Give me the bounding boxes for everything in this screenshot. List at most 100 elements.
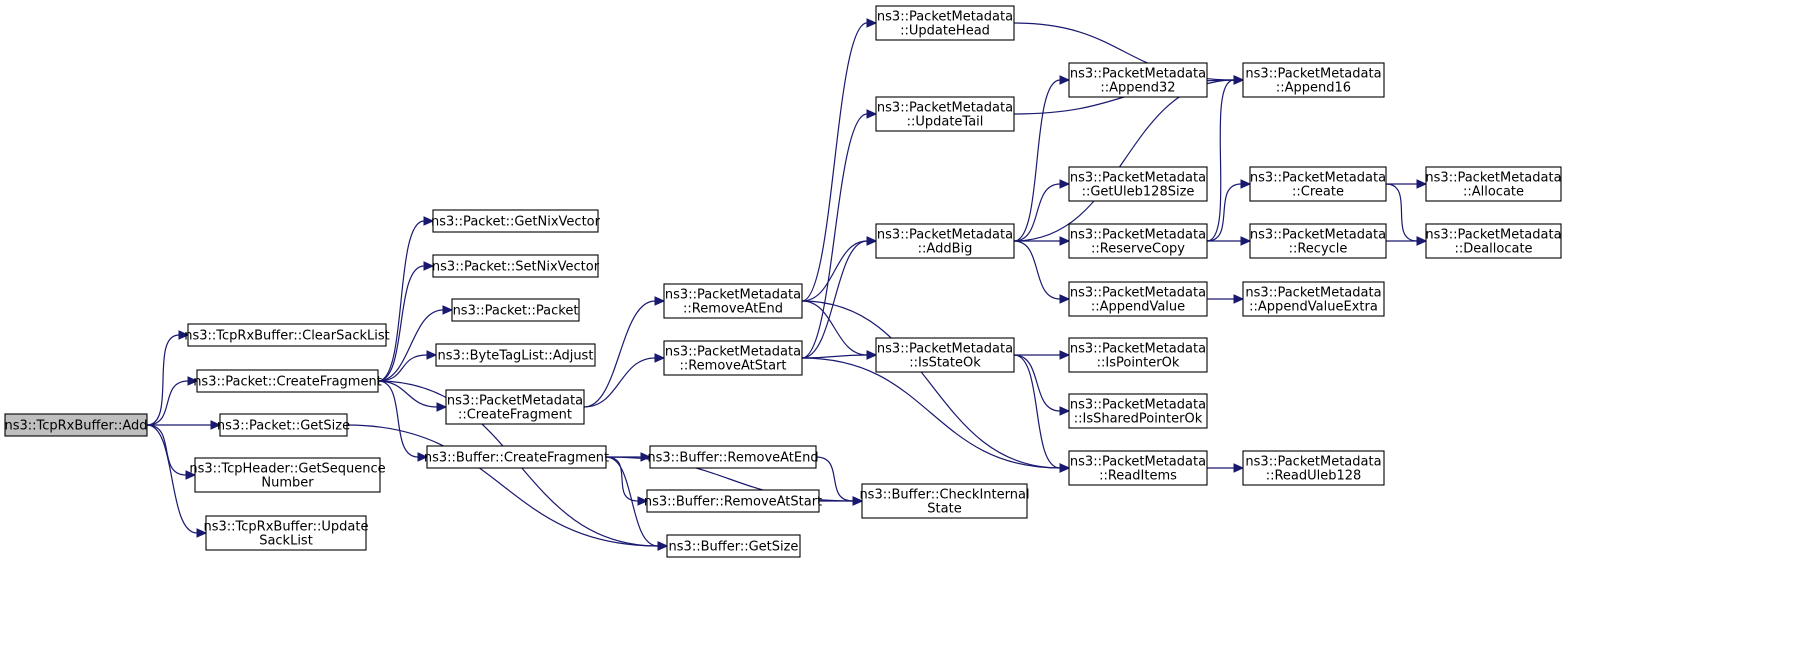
node-pmrecycle[interactable]: ns3::PacketMetadata::Recycle xyxy=(1249,223,1387,259)
node-bgs[interactable]: ns3::Buffer::GetSize xyxy=(666,534,801,558)
node-pmiso[interactable]: ns3::PacketMetadata::IsStateOk xyxy=(875,337,1015,373)
node-label: ns3::PacketMetadata xyxy=(447,394,583,409)
edge-line xyxy=(1013,79,1235,242)
node-label: ns3::PacketMetadata xyxy=(877,10,1013,25)
node-getnix[interactable]: ns3::Packet::GetNixVector xyxy=(431,209,601,233)
node-pmuh[interactable]: ns3::PacketMetadata::UpdateHead xyxy=(875,5,1015,41)
edge-line xyxy=(583,300,656,408)
node-label: ::Allocate xyxy=(1463,185,1524,200)
edge-line xyxy=(377,354,428,382)
node-pmru[interactable]: ns3::PacketMetadata::ReadUleb128 xyxy=(1242,450,1385,486)
node-pmrc[interactable]: ns3::PacketMetadata::ReserveCopy xyxy=(1068,223,1208,259)
node-pmispo[interactable]: ns3::PacketMetadata::IsSharedPointerOk xyxy=(1068,393,1208,429)
edge-arrowhead xyxy=(654,353,666,363)
node-pcf[interactable]: ns3::Packet::CreateFragment xyxy=(193,369,382,393)
edge-arrowhead xyxy=(1059,406,1071,416)
node-btladj[interactable]: ns3::ByteTagList::Adjust xyxy=(435,343,596,367)
node-box xyxy=(875,5,1015,41)
node-clearsack[interactable]: ns3::TcpRxBuffer::ClearSackList xyxy=(184,323,390,347)
node-pmdealloc[interactable]: ns3::PacketMetadata::Deallocate xyxy=(1425,223,1562,259)
node-pmri[interactable]: ns3::PacketMetadata::ReadItems xyxy=(1068,450,1208,486)
node-label: State xyxy=(927,502,961,517)
edge-pcf-to-getnix xyxy=(377,216,435,382)
node-add[interactable]: ns3::TcpRxBuffer::Add xyxy=(4,413,148,437)
node-label: ::AppendValueExtra xyxy=(1249,300,1378,315)
edge-add-to-tcpseq xyxy=(146,424,197,480)
edge-pmav-to-pmave xyxy=(1207,294,1245,304)
node-label: ::Append32 xyxy=(1100,81,1175,96)
node-label: ::IsSharedPointerOk xyxy=(1074,412,1203,427)
node-box xyxy=(445,389,585,425)
edge-arrowhead xyxy=(866,18,878,28)
node-label: ::UpdateHead xyxy=(900,24,990,39)
node-brae[interactable]: ns3::Buffer::RemoveAtEnd xyxy=(647,445,819,469)
node-box xyxy=(205,515,367,551)
node-label: ns3::PacketMetadata xyxy=(877,101,1013,116)
node-label: ns3::PacketMetadata xyxy=(1245,286,1381,301)
node-pmav[interactable]: ns3::PacketMetadata::AppendValue xyxy=(1068,281,1208,317)
node-pma16[interactable]: ns3::PacketMetadata::Append16 xyxy=(1242,62,1385,98)
node-label: ns3::Packet::SetNixVector xyxy=(432,260,600,275)
node-pma32[interactable]: ns3::PacketMetadata::Append32 xyxy=(1068,62,1208,98)
node-pmave[interactable]: ns3::PacketMetadata::AppendValueExtra xyxy=(1242,281,1385,317)
node-pmras[interactable]: ns3::PacketMetadata::RemoveAtStart xyxy=(663,340,803,376)
edge-arrowhead xyxy=(866,350,878,360)
edge-arrowhead xyxy=(1233,463,1245,473)
edge-arrowhead xyxy=(196,528,208,538)
node-bras[interactable]: ns3::Buffer::RemoveAtStart xyxy=(644,489,822,513)
node-setnix[interactable]: ns3::Packet::SetNixVector xyxy=(432,254,600,278)
edge-arrowhead xyxy=(866,236,878,246)
node-pmut[interactable]: ns3::PacketMetadata::UpdateTail xyxy=(875,96,1015,132)
edge-arrowhead xyxy=(1416,236,1428,246)
edge-bcf-to-bras xyxy=(605,456,649,506)
node-box xyxy=(187,323,387,347)
node-pgetsize[interactable]: ns3::Packet::GetSize xyxy=(217,413,350,437)
node-pmcreate[interactable]: ns3::PacketMetadata::Create xyxy=(1249,166,1387,202)
node-box xyxy=(1249,223,1387,259)
node-label: ns3::PacketMetadata xyxy=(1070,398,1206,413)
edge-pmras-to-pmri xyxy=(801,357,1071,473)
node-label: ns3::ByteTagList::Adjust xyxy=(438,349,594,364)
edge-pmcreate-to-pmdealloc xyxy=(1385,183,1428,246)
edge-arrowhead xyxy=(185,470,197,480)
edge-line xyxy=(1013,354,1061,412)
edge-line xyxy=(377,220,425,382)
node-bcf[interactable]: ns3::Buffer::CreateFragment xyxy=(424,445,609,469)
call-graph-edges xyxy=(146,18,1428,551)
edge-line xyxy=(146,380,189,426)
edge-line xyxy=(146,424,187,476)
edge-add-to-clearsack xyxy=(146,330,190,426)
edge-arrowhead xyxy=(654,296,666,306)
edge-pmri-to-pmru xyxy=(1207,463,1245,473)
node-box xyxy=(432,209,599,233)
node-pmrae[interactable]: ns3::PacketMetadata::RemoveAtEnd xyxy=(663,283,803,319)
node-label: ::ReserveCopy xyxy=(1091,242,1185,257)
node-pmalloc[interactable]: ns3::PacketMetadata::Allocate xyxy=(1425,166,1562,202)
node-label: ns3::PacketMetadata xyxy=(665,345,801,360)
node-label: ns3::Packet::Packet xyxy=(453,304,579,319)
node-label: ns3::PacketMetadata xyxy=(1070,171,1206,186)
edge-line xyxy=(801,113,868,359)
edge-line xyxy=(801,240,868,359)
edge-arrowhead xyxy=(1240,179,1252,189)
edge-arrowhead xyxy=(423,261,435,271)
node-pmcf[interactable]: ns3::PacketMetadata::CreateFragment xyxy=(445,389,585,425)
node-label: ns3::TcpRxBuffer::ClearSackList xyxy=(184,329,390,344)
node-label: ns3::Buffer::RemoveAtStart xyxy=(644,495,822,510)
node-pmipo[interactable]: ns3::PacketMetadata::IsPointerOk xyxy=(1068,337,1208,373)
node-box xyxy=(196,369,379,393)
edge-line xyxy=(377,309,444,382)
node-ppacket[interactable]: ns3::Packet::Packet xyxy=(451,298,580,322)
edge-pmrecycle-to-pmdealloc xyxy=(1386,236,1428,246)
edge-pmrae-to-pmiso xyxy=(801,300,878,360)
node-box xyxy=(1242,281,1385,317)
node-label: ns3::PacketMetadata xyxy=(877,228,1013,243)
node-pmab[interactable]: ns3::PacketMetadata::AddBig xyxy=(875,223,1015,259)
node-label: ns3::Buffer::CreateFragment xyxy=(424,451,609,466)
edge-arrowhead xyxy=(436,402,448,412)
node-label: Number xyxy=(261,476,314,491)
node-pmgus[interactable]: ns3::PacketMetadata::GetUleb128Size xyxy=(1068,166,1208,202)
